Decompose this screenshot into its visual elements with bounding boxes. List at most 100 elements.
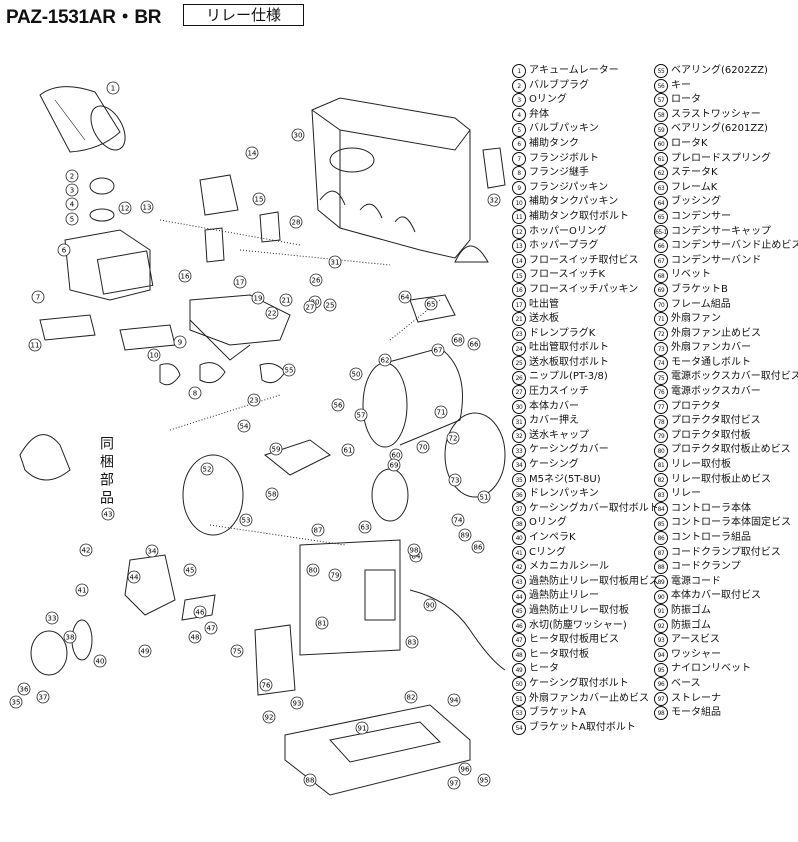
callout-5: 5 — [65, 212, 79, 226]
part-name: 過熱防止リレー — [529, 590, 599, 602]
callout-number: 27 — [306, 304, 315, 312]
part-number: 27 — [512, 385, 526, 400]
callout-number: 58 — [268, 491, 277, 499]
part-number: 60 — [654, 137, 668, 152]
part-name: ケーシングカバー取付ボルト — [529, 502, 659, 514]
callout-66: 66 — [467, 337, 481, 351]
callout-number: 75 — [233, 648, 242, 656]
body-cover-drawing — [311, 97, 471, 259]
part-name: フランジパッキン — [529, 181, 609, 193]
callout-number: 72 — [449, 435, 458, 443]
callout-number: 42 — [82, 547, 91, 555]
part-name: 本体カバー取付ビス — [671, 590, 761, 602]
casing-drawing — [19, 434, 216, 676]
callout-8: 8 — [188, 386, 202, 400]
part-name: コードクランプ — [671, 561, 741, 573]
part-name: ドレンパッキン — [529, 488, 599, 500]
part-name: ロータ — [671, 94, 701, 106]
part-name: 電源ボックスカバー — [671, 386, 761, 398]
part-number: 73 — [654, 341, 668, 356]
part-number: 51 — [512, 691, 526, 706]
callout-58: 58 — [265, 487, 279, 501]
part-number: 54 — [512, 721, 526, 736]
callout-number: 11 — [31, 342, 40, 350]
callout-92: 92 — [262, 710, 276, 724]
callout-number: 97 — [450, 780, 459, 788]
callout-number: 80 — [309, 567, 318, 575]
part-number: 61 — [654, 151, 668, 166]
callout-22: 22 — [265, 306, 279, 320]
part-number: 87 — [654, 545, 668, 560]
part-name: 外扇ファン止めビス — [671, 327, 761, 339]
callout-80: 80 — [306, 563, 320, 577]
part-name: ヒータ取付板 — [529, 648, 589, 660]
callout-4: 4 — [65, 197, 79, 211]
part-number: 32 — [512, 429, 526, 444]
part-number: 30 — [512, 399, 526, 414]
callout-14: 14 — [245, 146, 259, 160]
part-name: プロテクタ取付板止めビス — [671, 444, 791, 456]
callout-36: 36 — [17, 682, 31, 696]
callout-number: 16 — [181, 273, 190, 281]
callout-number: 17 — [236, 279, 245, 287]
callout-number: 10 — [150, 352, 159, 360]
part-name: モータ組品 — [671, 707, 721, 719]
callout-30: 30 — [291, 128, 305, 142]
callout-number: 84 — [412, 553, 421, 561]
callout-94: 94 — [447, 693, 461, 707]
part-name: プレロードスプリング — [671, 152, 771, 164]
callout-9: 9 — [173, 335, 187, 349]
callout-75: 75 — [230, 644, 244, 658]
callout-number: 93 — [293, 700, 302, 708]
part-name: Oリング — [529, 94, 567, 106]
part-number: 21 — [512, 312, 526, 327]
callout-number: 30 — [294, 132, 303, 140]
part-name: 水切(防塵ワッシャー) — [529, 619, 627, 631]
part-number: 5 — [512, 122, 526, 137]
callout-number: 73 — [451, 477, 460, 485]
callout-7: 7 — [31, 290, 45, 304]
part-name: ベース — [671, 677, 701, 689]
callout-44: 44 — [127, 570, 141, 584]
part-number: 38 — [512, 516, 526, 531]
callout-93: 93 — [290, 696, 304, 710]
part-number: 90 — [654, 589, 668, 604]
part-name: リレー取付板止めビス — [671, 473, 771, 485]
callout-27: 27 — [303, 300, 317, 314]
part-number: 64 — [654, 195, 668, 210]
part-number: 75 — [654, 370, 668, 385]
part-name: ナイロンリベット — [671, 663, 751, 675]
part-name: フレームK — [671, 181, 718, 193]
callout-number: 88 — [306, 777, 315, 785]
callout-45: 45 — [183, 563, 197, 577]
part-number: 82 — [654, 472, 668, 487]
callout-number: 54 — [240, 423, 249, 431]
part-name: ブラケットA — [529, 707, 586, 719]
part-name: 圧力スイッチ — [529, 386, 589, 398]
callout-number: 46 — [196, 609, 205, 617]
